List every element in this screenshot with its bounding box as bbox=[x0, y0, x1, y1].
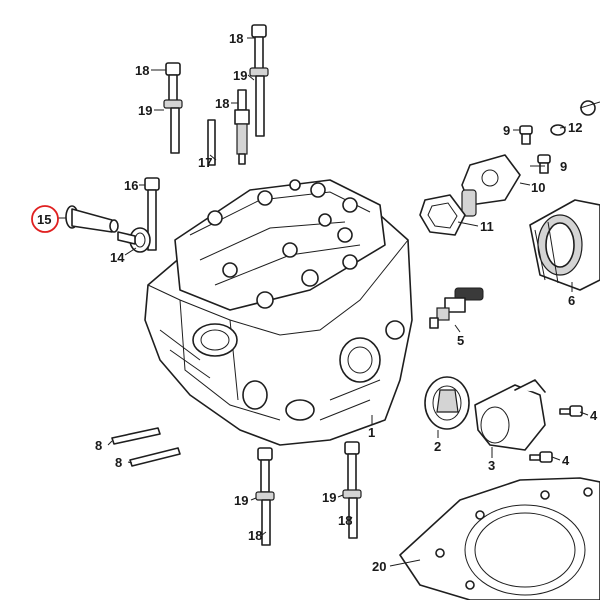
stud-upper bbox=[207, 119, 216, 166]
head-bolt-bottom-right bbox=[342, 441, 362, 539]
callout-5: 5 bbox=[457, 333, 464, 348]
highlighted-callout-15: 15 bbox=[31, 205, 59, 233]
head-bolt-bottom-left bbox=[255, 447, 275, 546]
cylinder-head bbox=[144, 179, 413, 446]
callout-11: 11 bbox=[480, 219, 494, 234]
callout-18: 18 bbox=[229, 31, 243, 46]
head-bolt-top-center bbox=[249, 24, 269, 137]
callout-10: 10 bbox=[531, 180, 545, 195]
callout-9: 9 bbox=[560, 159, 567, 174]
tensioner-bolt-upper bbox=[519, 125, 533, 145]
intake-boot bbox=[529, 199, 600, 291]
head-gasket bbox=[399, 477, 600, 600]
spark-plug bbox=[234, 89, 250, 165]
callout-19: 19 bbox=[234, 493, 248, 508]
dowel-pin-upper bbox=[111, 427, 161, 445]
callout-20: 20 bbox=[372, 559, 386, 574]
tensioner-bolt-lower bbox=[537, 154, 551, 174]
callout-12: 12 bbox=[568, 120, 582, 135]
callout-19: 19 bbox=[322, 490, 336, 505]
callout-9: 9 bbox=[503, 123, 510, 138]
callout-15: 15 bbox=[37, 212, 51, 227]
callout-16: 16 bbox=[124, 178, 138, 193]
thermostat-housing bbox=[474, 379, 546, 451]
housing-bolt-lower bbox=[529, 451, 553, 463]
stud-left bbox=[144, 177, 160, 251]
callout-8: 8 bbox=[95, 438, 102, 453]
valve-guide bbox=[65, 205, 119, 233]
callout-19: 19 bbox=[233, 68, 247, 83]
valve-seal bbox=[117, 227, 151, 253]
callout-4: 4 bbox=[590, 408, 598, 423]
callout-6: 6 bbox=[568, 293, 575, 308]
callout-19: 19 bbox=[138, 103, 152, 118]
callout-2: 2 bbox=[434, 439, 441, 454]
callout-3: 3 bbox=[488, 458, 495, 473]
callout-18: 18 bbox=[248, 528, 262, 543]
callout-4: 4 bbox=[562, 453, 570, 468]
tensioner-gasket bbox=[419, 194, 466, 236]
housing-bolt-upper bbox=[559, 405, 583, 417]
leader-lines bbox=[58, 37, 600, 567]
callout-18: 18 bbox=[338, 513, 352, 528]
dowel-pin-lower bbox=[129, 447, 181, 467]
temperature-sensor bbox=[429, 287, 484, 329]
callout-1: 1 bbox=[368, 425, 375, 440]
callout-18: 18 bbox=[135, 63, 149, 78]
callout-labels: 18 18 19 19 18 17 16 14 9 12 9 10 11 6 5… bbox=[95, 31, 598, 574]
head-bolt-top-left bbox=[163, 62, 183, 154]
callout-8: 8 bbox=[115, 455, 122, 470]
thermostat bbox=[424, 376, 470, 430]
callout-16: 17 bbox=[198, 155, 212, 170]
cam-chain-tensioner bbox=[461, 154, 521, 217]
callout-17: 18 bbox=[215, 96, 229, 111]
callout-14: 14 bbox=[110, 250, 125, 265]
